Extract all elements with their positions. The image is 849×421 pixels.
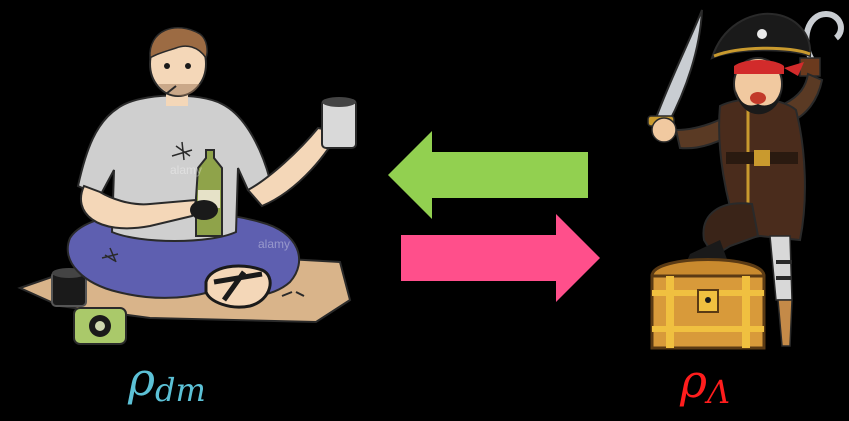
arrow-right	[401, 214, 600, 302]
treasure-chest	[652, 260, 764, 349]
hook	[806, 14, 841, 60]
man-head	[150, 28, 207, 96]
rho-dm-label: ρdm	[128, 356, 206, 406]
watermark: alamy	[170, 163, 202, 177]
sitting-man-illustration	[20, 28, 356, 344]
rho-lambda-label: ρΛ	[680, 358, 730, 408]
arrow-left	[388, 131, 588, 219]
rho-lambda-subscript: Λ	[707, 373, 730, 411]
peg-leg	[778, 300, 792, 346]
rho-lambda-symbol: ρ	[680, 354, 707, 408]
rho-dm-symbol: ρ	[128, 352, 155, 406]
watermark: alamy	[258, 237, 290, 251]
green-can	[74, 308, 126, 344]
pirate-on-treasure-chest-illustration	[648, 10, 841, 348]
rho-dm-subscript: dm	[155, 371, 206, 409]
sword	[656, 10, 702, 124]
cup	[322, 97, 356, 148]
